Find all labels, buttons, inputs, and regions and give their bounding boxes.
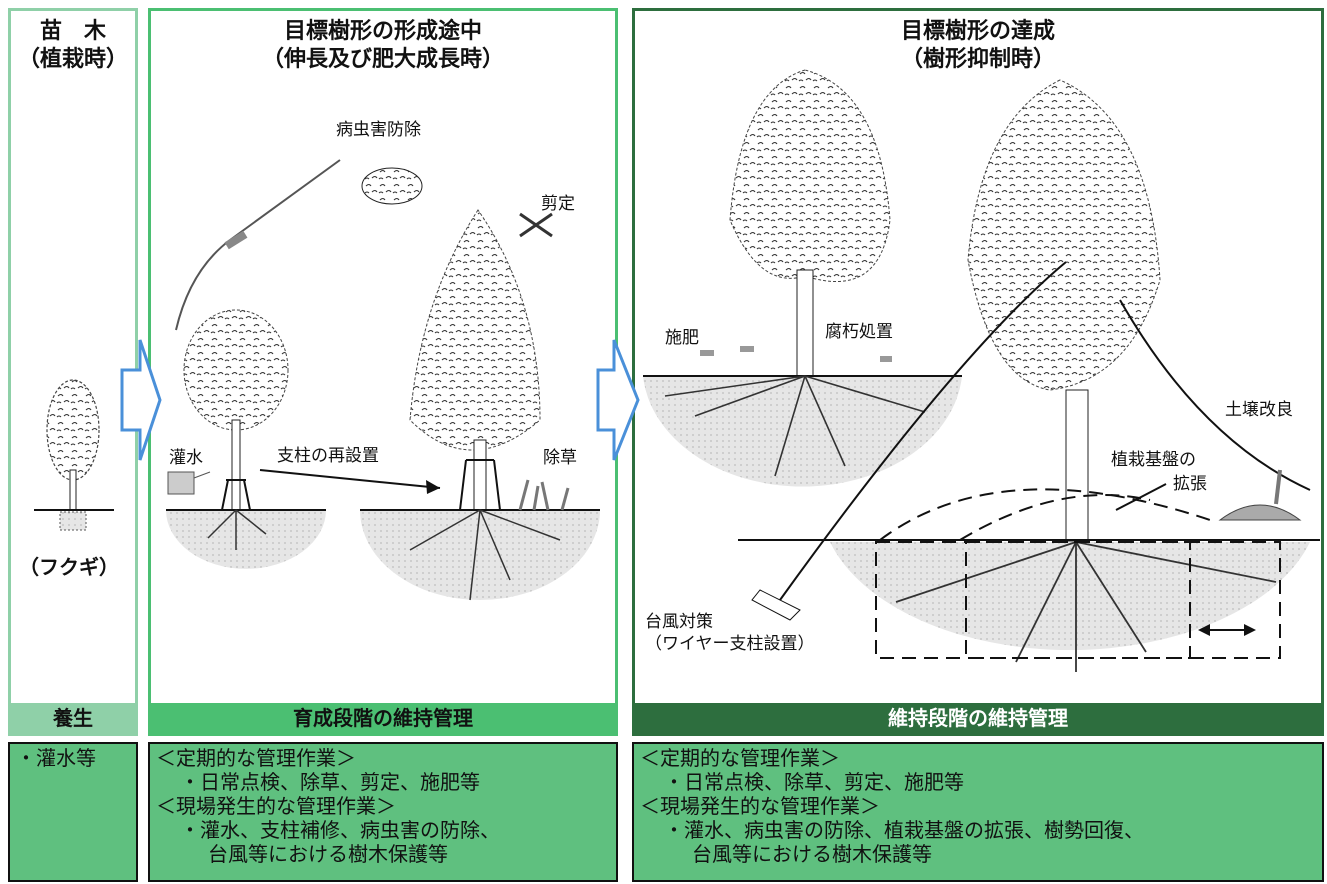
stage-arrow-1 xyxy=(120,339,162,461)
soil-improvement-label: 土壌改良 xyxy=(1225,400,1293,420)
stage-band-label: 維持段階の維持管理 xyxy=(635,703,1321,733)
base-expansion-label-2: 拡張 xyxy=(1173,474,1207,494)
site-tasks: ・灌水、支柱補修、病虫害の防除、 xyxy=(180,818,500,842)
regular-tasks-heading: ＜定期的な管理作業＞ xyxy=(156,746,356,770)
stage-band-label: 育成段階の維持管理 xyxy=(151,703,615,733)
stage-seedling-panel: 苗 木 （植栽時） （フクギ） 養生 xyxy=(8,8,138,736)
weeding-label: 除草 xyxy=(543,448,577,468)
task-box-growth: ＜定期的な管理作業＞ ・日常点検、除草、剪定、施肥等 ＜現場発生的な管理作業＞ … xyxy=(148,742,618,882)
stage-title-line2: （伸長及び肥大成長時） xyxy=(261,47,504,72)
regular-tasks: ・日常点検、除草、剪定、施肥等 xyxy=(664,770,964,794)
base-expansion-label: 植栽基盤の xyxy=(1111,450,1196,470)
site-tasks-cont: 台風等における樹木保護等 xyxy=(692,842,932,866)
typhoon-label: 台風対策 xyxy=(645,612,713,632)
watering-label: 灌水 xyxy=(169,448,203,468)
pruning-label: 剪定 xyxy=(541,194,575,214)
species-label: （フクギ） xyxy=(19,555,119,579)
regular-tasks-heading: ＜定期的な管理作業＞ xyxy=(640,746,840,770)
site-tasks-heading: ＜現場発生的な管理作業＞ xyxy=(640,794,880,818)
stage-title-line1: 苗 木 xyxy=(39,19,106,44)
typhoon-label-2: （ワイヤー支柱設置） xyxy=(645,634,815,654)
seedling-tree xyxy=(34,379,114,531)
stage-title-line2: （植栽時） xyxy=(17,47,128,72)
task-line: ・灌水等 xyxy=(16,746,96,770)
stage-title-line1: 目標樹形の形成途中 xyxy=(283,19,482,44)
site-tasks-heading: ＜現場発生的な管理作業＞ xyxy=(156,794,396,818)
site-tasks-cont: 台風等における樹木保護等 xyxy=(208,842,448,866)
stage-arrow-2 xyxy=(596,339,640,461)
regular-tasks: ・日常点検、除草、剪定、施肥等 xyxy=(180,770,480,794)
decay-treatment-label: 腐朽処置 xyxy=(825,322,893,342)
stage-band-label: 養生 xyxy=(11,703,135,733)
stage-title-line2: （樹形抑制時） xyxy=(900,47,1055,72)
task-box-maintenance: ＜定期的な管理作業＞ ・日常点検、除草、剪定、施肥等 ＜現場発生的な管理作業＞ … xyxy=(632,742,1324,882)
task-box-seedling: ・灌水等 xyxy=(8,742,138,882)
stage-title-line1: 目標樹形の達成 xyxy=(900,19,1055,44)
restake-label: 支柱の再設置 xyxy=(277,446,379,466)
pest-control-label: 病虫害防除 xyxy=(336,120,421,140)
fertilize-label: 施肥 xyxy=(665,328,699,348)
site-tasks: ・灌水、病虫害の防除、植栽基盤の拡張、樹勢回復、 xyxy=(664,818,1144,842)
